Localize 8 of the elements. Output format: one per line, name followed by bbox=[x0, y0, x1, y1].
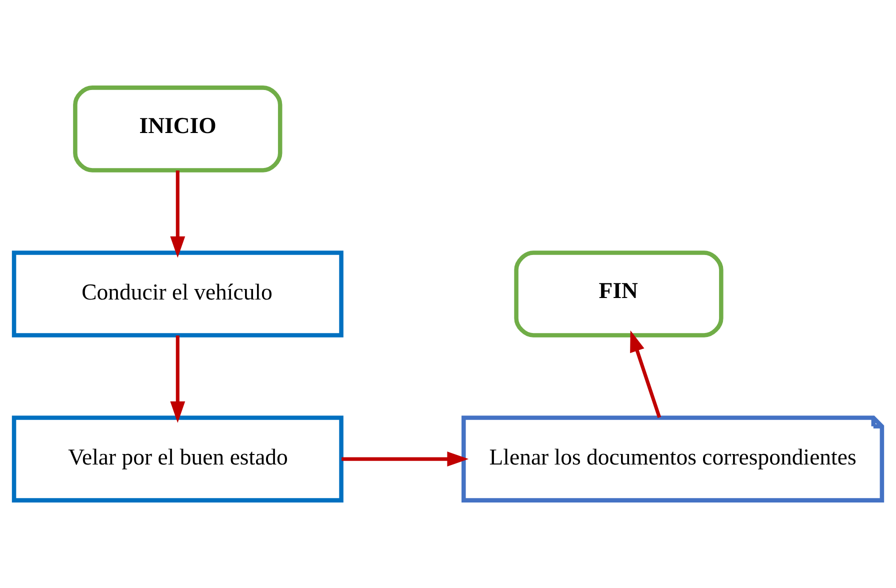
node-box: INICIO bbox=[73, 86, 282, 172]
arrow bbox=[170, 170, 186, 258]
node-box: FIN bbox=[514, 250, 724, 338]
arrow bbox=[630, 330, 662, 418]
arrow bbox=[170, 336, 186, 423]
arrow bbox=[342, 452, 469, 467]
node-box: Conducir el vehículo bbox=[12, 250, 344, 338]
node-box: Velar por el buen estado bbox=[12, 416, 344, 502]
